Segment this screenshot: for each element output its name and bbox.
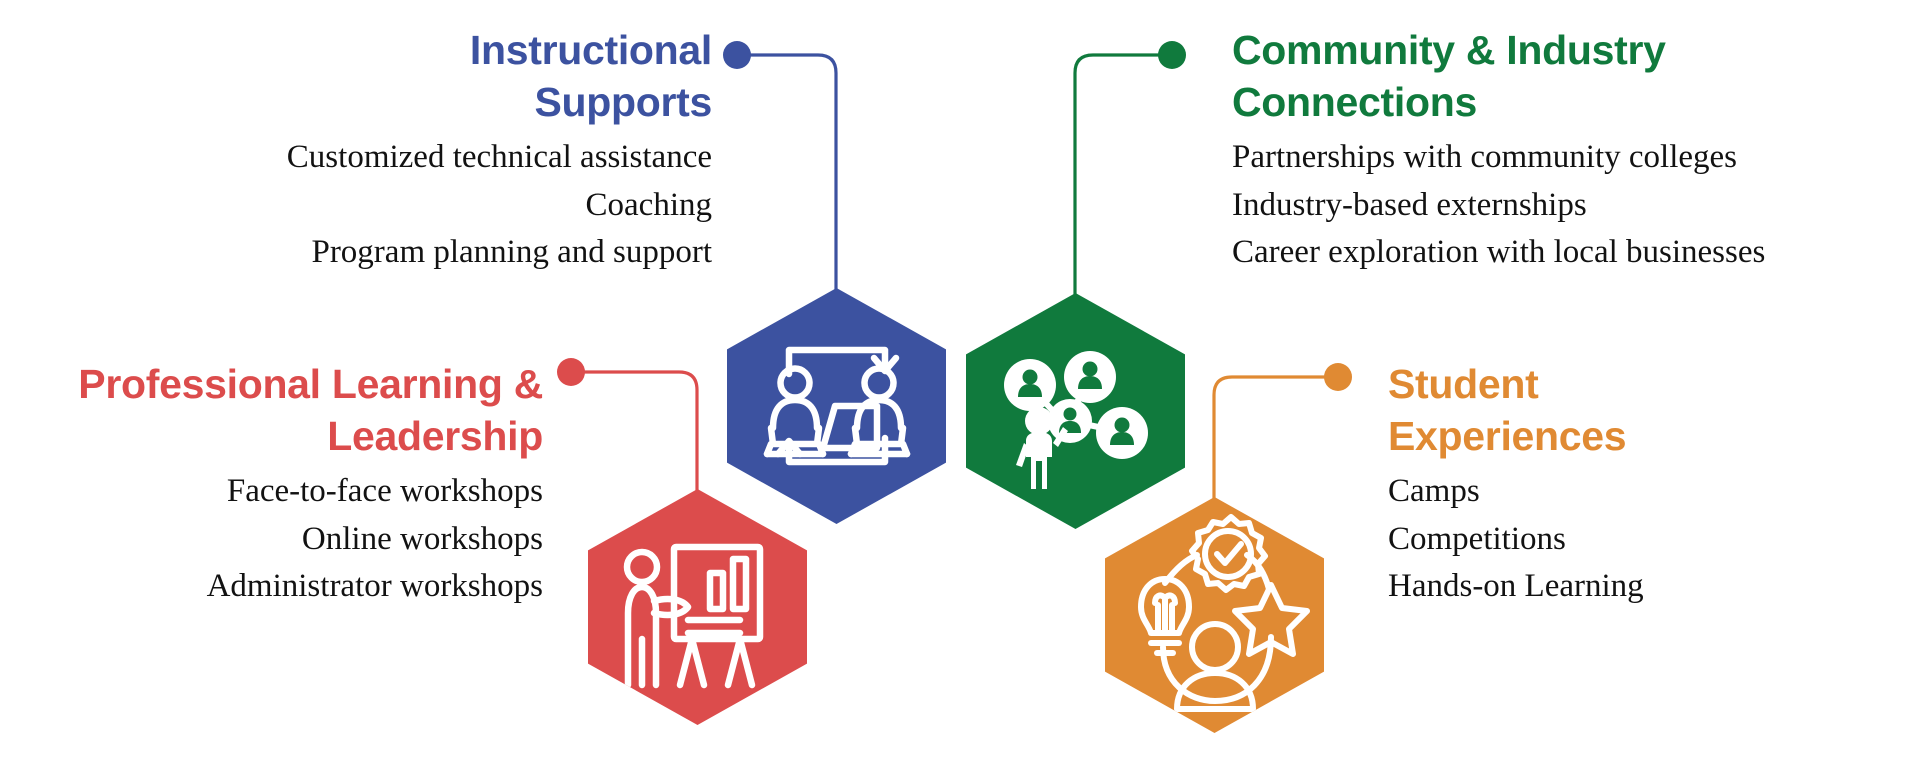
list-instructional-supports: Customized technical assistance Coaching… [60, 134, 712, 277]
list-item: Camps [1388, 473, 1480, 510]
heading-community-industry-connections: Community & Industry Connections [1232, 27, 1666, 126]
list-item: Industry-based externships [1232, 186, 1587, 223]
hexagon-community-industry-connections[interactable] [966, 293, 1185, 529]
list-item: Hands-on Learning [1388, 568, 1644, 605]
list-professional-learning-leadership: Face-to-face workshops Online workshops … [18, 468, 543, 611]
list-item: Customized technical assistance [286, 139, 712, 176]
people-network-connections-icon [1004, 351, 1148, 489]
presenter-at-easel-chart-icon [623, 543, 764, 689]
list-item: Face-to-face workshops [226, 473, 543, 510]
block-student-experiences: Student Experiences Camps Competitions H… [1388, 358, 1888, 611]
person-lightbulb-gear-star-icon [1138, 514, 1310, 712]
block-instructional-supports: Instructional Supports Customized techni… [60, 24, 713, 277]
list-item: Competitions [1388, 520, 1566, 557]
list-item: Partnerships with community colleges [1232, 139, 1738, 176]
list-item: Program planning and support [311, 234, 712, 271]
heading-instructional-supports: Instructional Supports [469, 27, 712, 126]
block-professional-learning-leadership: Professional Learning & Leadership Face-… [18, 358, 543, 611]
hexagon-professional-learning-leadership[interactable] [588, 489, 807, 725]
list-community-industry-connections: Partnerships with community colleges Ind… [1232, 134, 1892, 277]
list-item: Career exploration with local businesses [1232, 234, 1766, 271]
two-people-at-laptops-exchange-icon [763, 346, 911, 466]
heading-student-experiences: Student Experiences [1388, 361, 1627, 460]
hexagon-student-experiences[interactable] [1105, 497, 1324, 733]
list-item: Administrator workshops [206, 568, 543, 605]
block-community-industry-connections: Community & Industry Connections Partner… [1232, 24, 1892, 277]
heading-professional-learning-leadership: Professional Learning & Leadership [78, 361, 543, 460]
list-item: Coaching [585, 186, 712, 223]
list-student-experiences: Camps Competitions Hands-on Learning [1388, 468, 1888, 611]
hexagon-instructional-supports[interactable] [727, 288, 946, 524]
list-item: Online workshops [301, 520, 543, 557]
